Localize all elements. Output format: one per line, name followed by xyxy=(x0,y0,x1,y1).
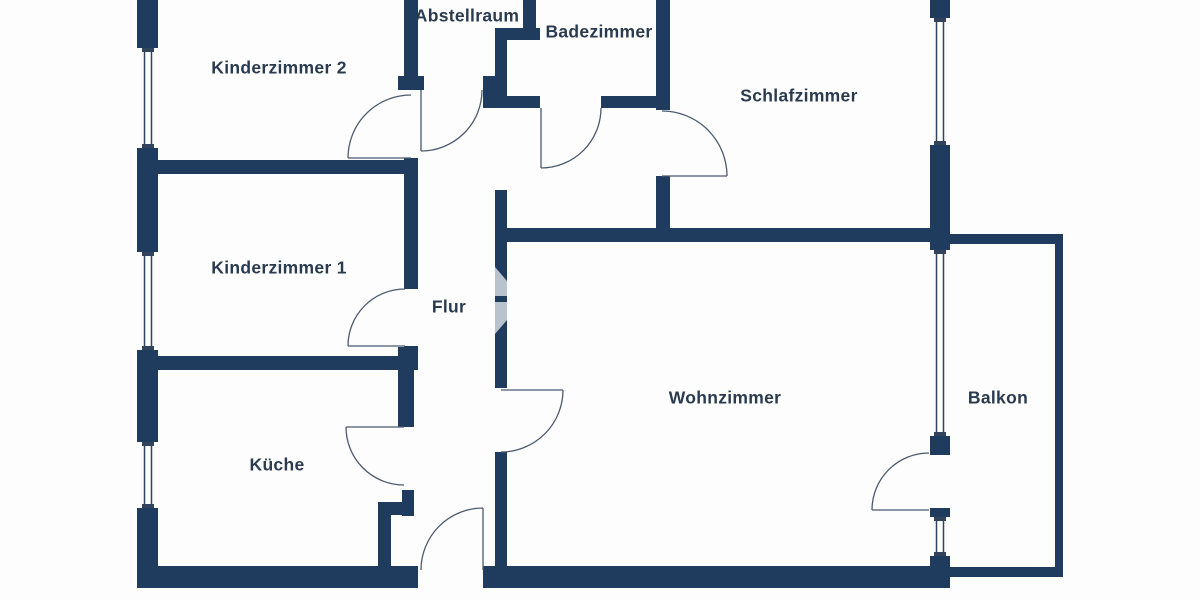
room-label-schlafzimmer: Schlafzimmer xyxy=(740,86,857,106)
walls xyxy=(137,0,1063,588)
window-schlafzimmer xyxy=(934,18,946,145)
window-kueche xyxy=(142,442,154,508)
room-label-abstellraum: Abstellraum xyxy=(415,6,519,26)
window-balkon-left-upper xyxy=(934,250,946,436)
door-kinderzimmer-1 xyxy=(347,288,406,347)
door-schlafzimmer xyxy=(661,110,728,177)
room-label-flur: Flur xyxy=(432,297,466,317)
room-label-kueche: Küche xyxy=(250,455,305,475)
door-badezimmer xyxy=(540,107,602,169)
room-label-badezimmer: Badezimmer xyxy=(545,22,652,42)
door-kinderzimmer-2 xyxy=(347,94,412,159)
door-wohnzimmer xyxy=(500,389,564,453)
room-label-kinderzimmer-1: Kinderzimmer 1 xyxy=(211,258,347,278)
logo-watermark xyxy=(495,267,507,334)
room-label-kinderzimmer-2: Kinderzimmer 2 xyxy=(211,58,347,78)
door-balkon xyxy=(871,452,930,511)
window-balkon-left-lower xyxy=(934,517,946,556)
door-kueche xyxy=(345,426,405,486)
door-abstellraum xyxy=(420,89,483,152)
room-label-wohnzimmer: Wohnzimmer xyxy=(669,388,782,408)
room-label-balkon: Balkon xyxy=(968,388,1028,408)
window-kinderzimmer-1 xyxy=(142,252,154,350)
window-kinderzimmer-2 xyxy=(142,48,154,148)
door-entrance xyxy=(420,507,484,571)
